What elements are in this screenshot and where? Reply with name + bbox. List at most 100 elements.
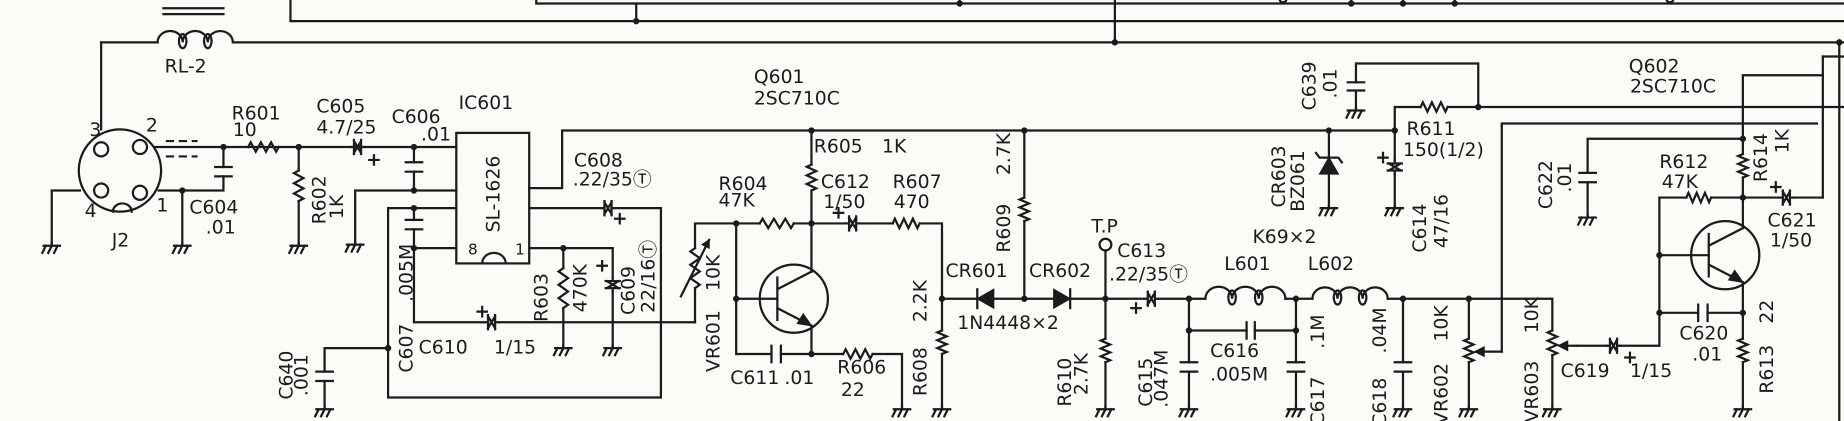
ground-icon [1457,405,1479,418]
ground-icon [287,242,309,255]
inductor-loop [177,32,188,50]
label-components-vr601-ref: VR601 [703,310,724,372]
label-components-ic601-pins-1: 1 [515,240,525,258]
resistor-r602 [291,169,306,203]
capacitor-c639 [1346,81,1366,92]
label-components-q601-part: 2SC710C [754,88,840,109]
junction-dot [1021,295,1028,302]
pot-adjust [679,238,711,298]
label-components-r613-value: 22 [1757,300,1778,324]
resistor-r609 [1016,196,1032,223]
ground-icon [1285,405,1306,418]
plus-sign-icon [832,207,845,219]
label-components-c611-value: .01 [784,368,814,389]
label-components-r601-ref: R601 [232,104,281,125]
wire [735,222,773,356]
supply-wire [528,129,1396,190]
label-components-vr602-ref: VR602 [1431,363,1452,421]
resistor-r606 [841,346,875,362]
electrolytic-capacitor [349,138,366,156]
label-components-c613-ref: C613 [1117,241,1166,262]
label-components-c616-ref: C616 [1210,341,1259,362]
wire [386,207,663,399]
capacitor-c604 [214,165,233,178]
capacitor-c606 [404,161,424,173]
wire [157,175,225,192]
label-components-diodes-part: 1N4448×2 [957,313,1059,334]
label-components-c605-value: 4.7/25 [316,118,376,139]
relay-coil-rl2 [156,29,234,44]
label-components-cr603-part: BZ061 [1288,150,1309,212]
label-components-c619-value: 1/15 [1630,361,1672,382]
electrolytic-capacitor [599,199,617,217]
label-components-r604-ref: R604 [719,174,768,195]
label-components-r603-value: 470K [570,263,591,312]
resistor-r608 [934,328,950,356]
label-components-c620-ref: C620 [1679,323,1728,344]
ground-icon [891,405,912,418]
label-components-r602-ref: R602 [309,175,330,224]
label-components-r608-ref: R608 [910,347,931,396]
wire [1741,74,1824,156]
label-components-r608-value: 2.2K [910,279,931,322]
plus-sign-icon [368,154,380,166]
label-components-c615-ref: C615 [1136,358,1157,407]
label-components-r604-value: 47K [719,191,756,212]
label-components-c639-ref: C639 [1300,61,1321,110]
label-components-c619-ref: C619 [1561,361,1610,382]
connector-pin [92,182,110,199]
ground-icon [1094,405,1115,418]
label-components-c611-ref: C611 [730,368,779,389]
connector-pin [92,141,110,158]
plus-sign-icon [596,259,608,272]
ground-icon [1576,214,1597,227]
label-components-c622-value: .01 [1555,163,1576,193]
inductor-loop [1332,289,1343,306]
label-components-r601-value: 10 [233,120,257,141]
capacitor-c620 [1697,303,1709,323]
shield-lines [165,140,198,158]
pot-arrow-icon [700,238,710,250]
label-components-r610-value: 2.7K [1071,352,1092,395]
ground-icon [1541,405,1562,418]
bus-line [289,0,1844,23]
label-components-cr603-ref: CR603 [1269,145,1290,207]
ground-icon [40,242,62,255]
label-components-l601-ref: L601 [1224,254,1270,275]
connector-pin [131,184,149,202]
label-components-c606-ref: C606 [392,107,441,128]
wiper-arrow-icon [1556,340,1569,352]
resistor-r601 [246,139,281,155]
label-components-r605-ref: R605 [814,136,863,157]
label-components-r610-ref: R610 [1055,358,1076,407]
ground-icon [1345,107,1366,120]
resistor-r613 [1735,337,1751,364]
label-components-c607-ref: C607 [396,324,417,373]
ground-icon [313,405,334,418]
label-components-r603-ref: R603 [532,273,553,322]
label-components-ic601-part: SL-1626 [483,156,504,233]
plus-sign-icon [1624,351,1636,364]
junction-dot [220,143,227,151]
label-components-r614-ref: R614 [1751,133,1772,182]
wire [412,247,486,324]
resistor-r604 [758,216,796,231]
label-components-c610-ref: C610 [419,338,468,359]
potentiometer-vr602 [1461,337,1477,364]
diode-icon [976,288,995,310]
wire [323,346,390,373]
label-components-r612-ref: R612 [1659,152,1708,173]
ic601-body [455,131,531,265]
label-components-coils-part: K69×2 [1252,227,1316,248]
label-components-c615-value: .047M [1151,350,1172,408]
label-components-j2-pins-2: 3 [89,120,101,141]
label-components-r611-value: 150(1/2) [1403,140,1484,161]
ground-icon [1383,204,1405,217]
wire [918,222,944,300]
label-components-c614-ref: C614 [1410,204,1431,253]
label-components-cr602-ref: CR602 [1029,261,1091,282]
plus-sign-icon [613,212,626,225]
label-components-c609-value: 22/16Ⓣ [638,240,660,313]
label-components-c609-ref: C609 [619,266,640,315]
